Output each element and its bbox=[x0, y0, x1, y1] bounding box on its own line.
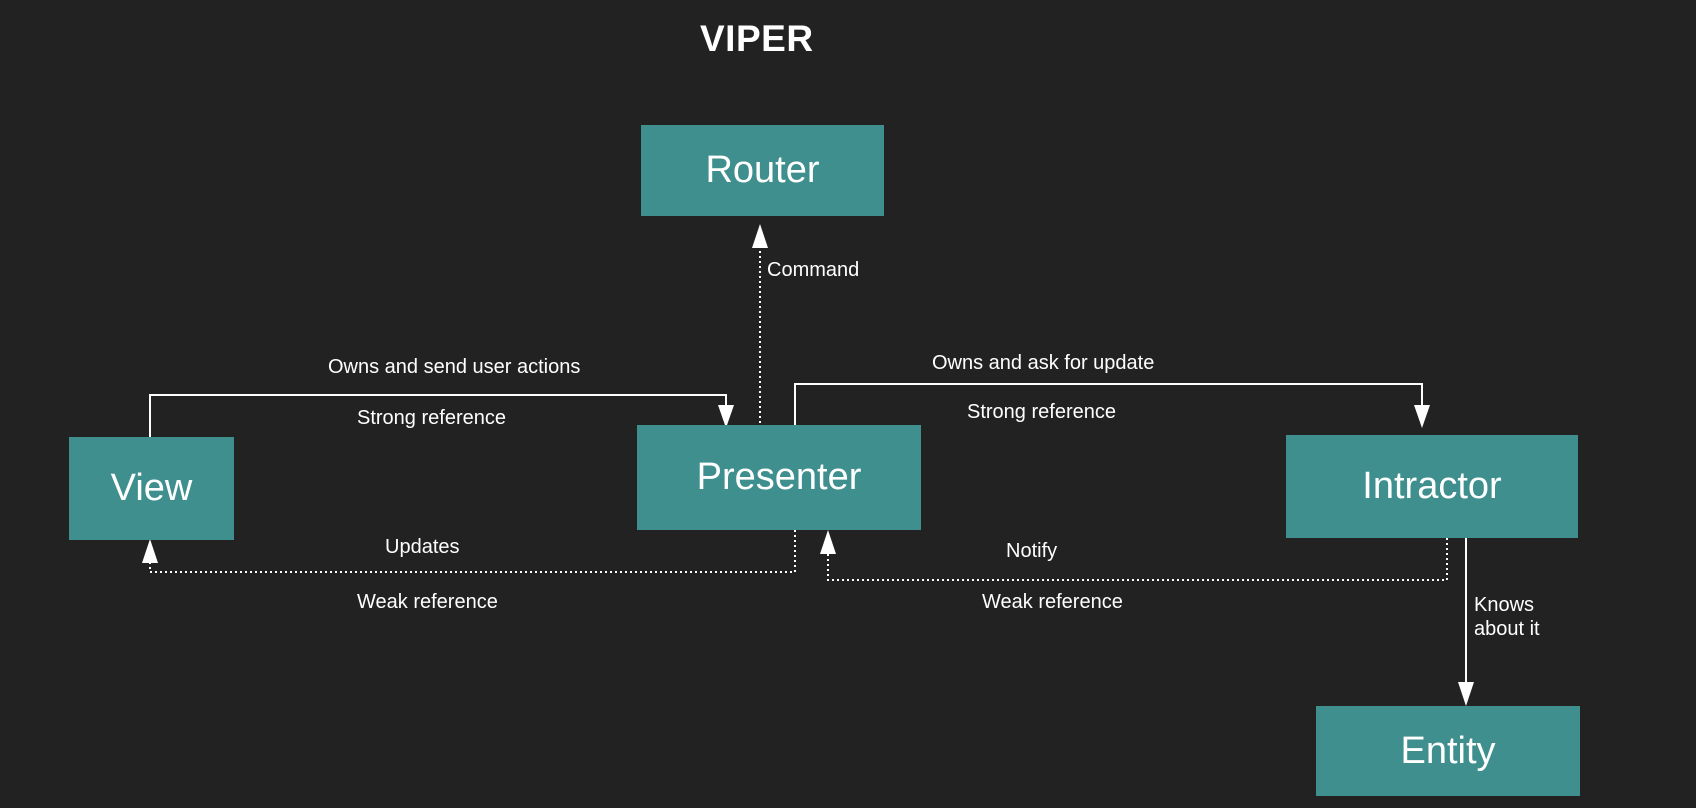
interactor-presenter-arrowhead bbox=[820, 530, 836, 554]
interactor-node: Intractor bbox=[1286, 435, 1578, 538]
presenter-view-connector bbox=[149, 530, 796, 573]
presenter-node: Presenter bbox=[637, 425, 921, 530]
presenter-interactor-arrowhead bbox=[1414, 405, 1430, 428]
interactor-entity-arrowhead bbox=[1458, 682, 1474, 706]
presenter-interactor-top-label: Owns and ask for update bbox=[932, 352, 1155, 374]
view-presenter-bottom-label: Strong reference bbox=[357, 407, 506, 429]
interactor-entity-label: Knows about it bbox=[1474, 594, 1540, 640]
presenter-view-bottom-label: Weak reference bbox=[357, 591, 498, 613]
view-presenter-arrowhead bbox=[718, 405, 734, 428]
presenter-interactor-bottom-label: Strong reference bbox=[967, 401, 1116, 423]
interactor-presenter-bottom-label: Weak reference bbox=[982, 591, 1123, 613]
command-arrowhead bbox=[752, 224, 768, 248]
interactor-presenter-connector bbox=[827, 538, 1448, 581]
presenter-view-arrowhead bbox=[142, 539, 158, 563]
view-presenter-top-label: Owns and send user actions bbox=[328, 356, 581, 378]
router-node: Router bbox=[641, 125, 884, 216]
presenter-view-top-label: Updates bbox=[385, 536, 460, 558]
entity-node: Entity bbox=[1316, 706, 1580, 796]
presenter-interactor-connector bbox=[794, 383, 1423, 425]
interactor-presenter-top-label: Notify bbox=[1006, 540, 1058, 562]
view-presenter-connector bbox=[149, 394, 727, 437]
command-label: Command bbox=[767, 259, 860, 281]
diagram-title: VIPER bbox=[700, 18, 814, 59]
view-node: View bbox=[69, 437, 234, 540]
